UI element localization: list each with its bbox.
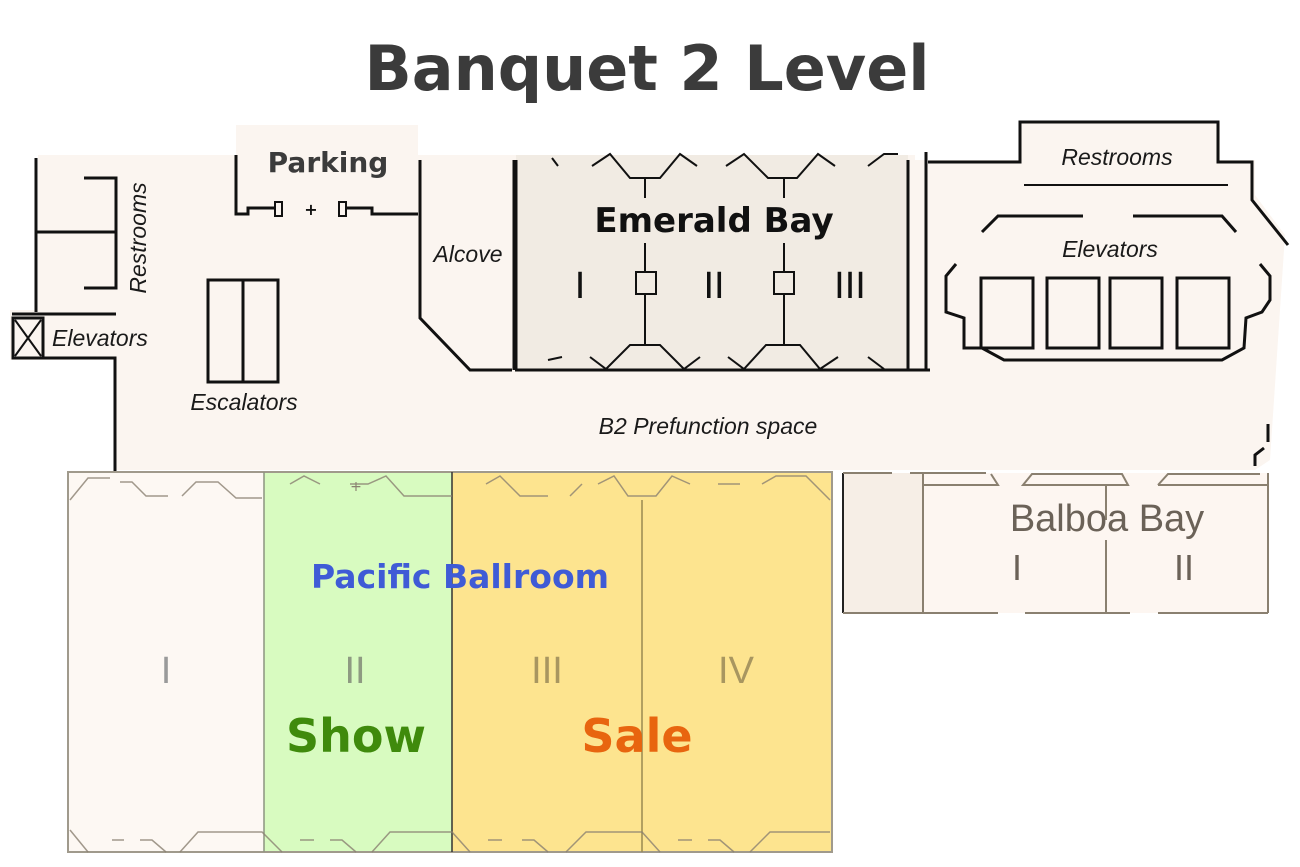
balboa-bay[interactable]: Balboa Bay I II — [842, 472, 1269, 614]
pacific-section-1-area[interactable] — [68, 472, 264, 852]
pacific-ballroom-label: Pacific Ballroom — [311, 557, 609, 596]
restrooms-right-label: Restrooms — [1061, 144, 1173, 170]
emerald-bay-section-1: I — [575, 265, 586, 307]
parking-label: Parking — [268, 146, 389, 179]
pacific-section-1-label: I — [161, 650, 172, 692]
elevator-left-icon — [11, 316, 45, 360]
pacific-section-2-label: II — [344, 650, 365, 692]
elevators-left-label: Elevators — [52, 325, 148, 351]
show-event-label: Show — [286, 709, 426, 763]
pacific-section-3-label: III — [531, 650, 563, 692]
emerald-bay-section-2: II — [703, 265, 724, 307]
emerald-bay-label: Emerald Bay — [594, 201, 833, 241]
parking-area[interactable] — [236, 125, 418, 200]
elevators-right-label: Elevators — [1062, 236, 1158, 262]
pacific-ballroom[interactable]: + I II III IV Pacific Ballroom Show Sale — [67, 471, 833, 853]
balboa-bay-label: Balboa Bay — [1010, 498, 1204, 540]
escalators-icon — [206, 278, 280, 384]
page-title: Banquet 2 Level — [364, 32, 929, 105]
emerald-bay-room[interactable] — [516, 155, 908, 370]
svg-text:+: + — [350, 479, 362, 495]
balboa-section-1-label: I — [1012, 547, 1022, 588]
restrooms-left-label: Restrooms — [125, 182, 151, 294]
balboa-section-2-label: II — [1174, 547, 1194, 588]
sale-event-label: Sale — [581, 709, 692, 763]
svg-text:+: + — [304, 200, 317, 219]
emerald-bay-section-3: III — [834, 265, 866, 307]
pacific-section-3-area[interactable] — [452, 472, 642, 852]
prefunction-label[interactable]: B2 Prefunction space — [599, 413, 818, 439]
elevator-bank-right — [979, 276, 1231, 350]
escalators-label: Escalators — [190, 389, 298, 415]
pacific-section-2-area[interactable] — [264, 472, 452, 852]
pacific-section-4-label: IV — [718, 650, 755, 692]
pacific-section-4-area[interactable] — [642, 472, 832, 852]
alcove-label: Alcove — [431, 241, 502, 267]
